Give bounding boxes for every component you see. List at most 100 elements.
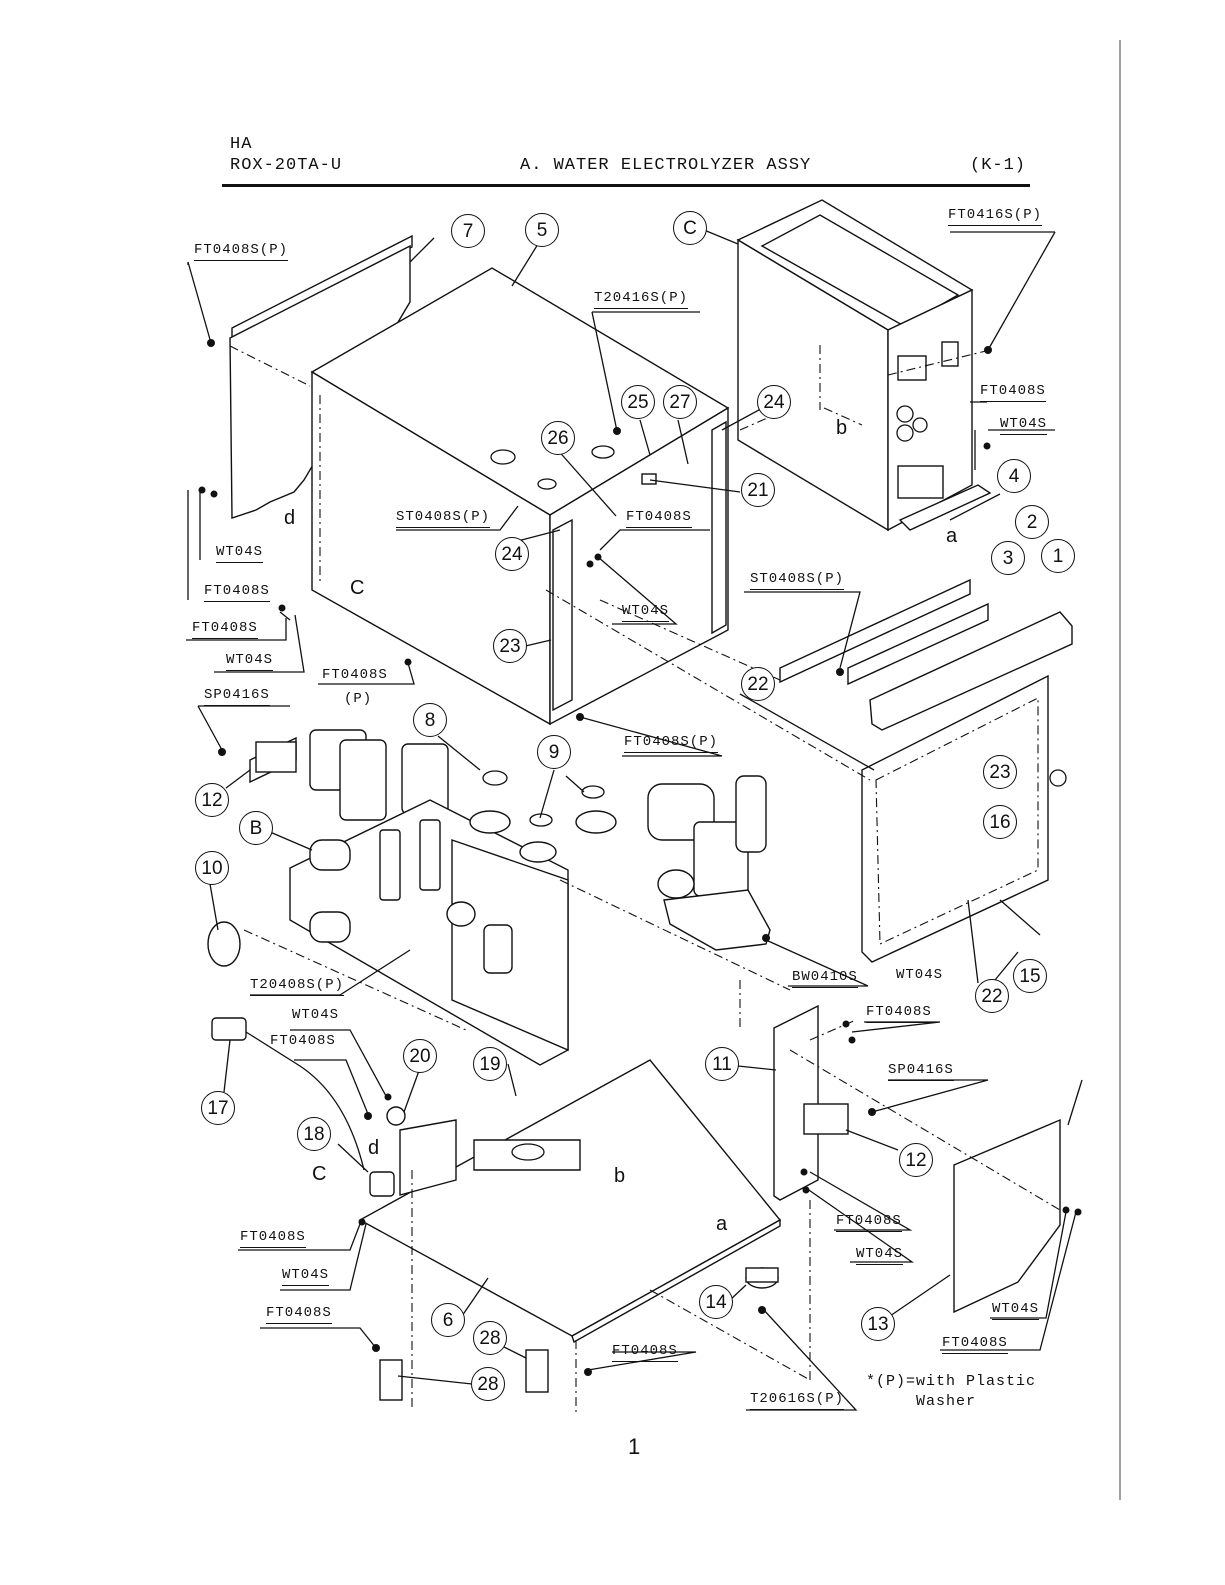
ref-letter-a-bottom: a — [716, 1213, 728, 1235]
callout-15: 15 — [1013, 959, 1047, 993]
screw-dots — [198, 339, 1082, 1376]
callout-19: 19 — [473, 1047, 507, 1081]
plastic-washer-note-line2: Washer — [916, 1393, 977, 1410]
callout-7: 7 — [451, 214, 485, 248]
callout-25: 25 — [621, 385, 655, 419]
label-ft0416s-p: FT0416S(P) — [948, 208, 1043, 226]
front-door — [861, 674, 1067, 963]
label-t20616s-p: T20616S(P) — [750, 1392, 845, 1410]
callout-18: 18 — [297, 1117, 331, 1151]
label-ft0408s-mid: FT0408S — [626, 510, 692, 528]
label-st0408s-p-right: ST0408S(P) — [750, 572, 845, 590]
model-number: ROX-20TA-U — [230, 156, 343, 175]
plastic-washer-note-line1: *(P)=with Plastic — [866, 1373, 1037, 1390]
callout-17: 17 — [201, 1091, 235, 1125]
callout-14: 14 — [699, 1285, 733, 1319]
label-t20416s-p: T20416S(P) — [594, 291, 689, 309]
callout-11: 11 — [705, 1047, 739, 1081]
ref-letter-a-top: a — [946, 525, 958, 547]
control-box — [736, 199, 992, 532]
callout-27: 27 — [663, 385, 697, 419]
callout-21: 21 — [741, 473, 775, 507]
callout-26: 26 — [541, 421, 575, 455]
label-ft0408s-bottom-left2: FT0408S — [266, 1306, 332, 1324]
label-ft0408s-bottom-right: FT0408S — [942, 1336, 1008, 1354]
callout-23-right: 23 — [983, 755, 1017, 789]
callout-28-left: 28 — [471, 1367, 505, 1401]
power-cord — [211, 1017, 365, 1171]
label-wt04s-mid: WT04S — [622, 604, 670, 622]
callout-28-right: 28 — [473, 1321, 507, 1355]
callout-23-left: 23 — [493, 629, 527, 663]
header-rule — [222, 184, 1030, 187]
ref-letter-b-top: b — [836, 417, 848, 439]
front-trim — [779, 578, 1073, 731]
label-wt04s-bottom-right: WT04S — [992, 1302, 1040, 1320]
callout-3: 3 — [991, 541, 1025, 575]
label-bw0410s: BW0410S — [792, 970, 858, 988]
label-wt04s-right2: WT04S — [896, 967, 944, 983]
label-wt04s-left2: WT04S — [226, 653, 274, 671]
callout-1: 1 — [1041, 539, 1075, 573]
label-ft0408s-bottom-left1: FT0408S — [240, 1230, 306, 1248]
diagram-title: A. WATER ELECTROLYZER ASSY — [520, 156, 812, 175]
clips — [379, 1349, 549, 1401]
label-ft0408s-p-split: FT0408S — [322, 667, 388, 683]
ref-letter-b-bottom: b — [614, 1165, 626, 1187]
label-ft0408s-left1: FT0408S — [204, 584, 270, 602]
maker-code: HA — [230, 135, 253, 154]
callout-12-right: 12 — [899, 1143, 933, 1177]
pump — [647, 775, 771, 951]
ref-letter-d-bottom: d — [368, 1137, 380, 1159]
page-code: (K-1) — [970, 156, 1027, 175]
callout-6: 6 — [431, 1303, 465, 1337]
label-ft0408s-right1: FT0408S — [980, 384, 1046, 402]
label-t20408s-p: T20408S(P) — [250, 978, 345, 996]
callout-24-top: 24 — [757, 385, 791, 419]
label-ft0408s-left-wire: FT0408S — [270, 1033, 336, 1049]
callout-24-left: 24 — [495, 537, 529, 571]
cabinet-shell — [310, 267, 730, 726]
callout-9: 9 — [537, 735, 571, 769]
label-st0408s-p-top: ST0408S(P) — [396, 510, 491, 528]
ref-letter-c-bottom: C — [312, 1163, 327, 1185]
callout-8: 8 — [413, 703, 447, 737]
foot — [745, 1267, 779, 1289]
base-plate — [358, 1059, 782, 1344]
terminal-cover — [953, 1118, 1061, 1314]
ref-letter-d-top: d — [284, 507, 296, 529]
label-wt04s-right3: WT04S — [856, 1247, 904, 1265]
callout-12-left: 12 — [195, 783, 229, 817]
label-sp0416s-left: SP0416S — [204, 688, 270, 706]
label-ft0408s-right2: FT0408S — [866, 1005, 932, 1023]
callout-2: 2 — [1015, 505, 1049, 539]
ref-circle-b: B — [239, 811, 273, 845]
label-ft0408s-right3: FT0408S — [836, 1214, 902, 1232]
callout-13: 13 — [861, 1307, 895, 1341]
label-ft0408s-p-center: FT0408S(P) — [624, 735, 719, 753]
label-ft0408s-p-back: FT0408S(P) — [194, 243, 289, 261]
label-ft0408s-bottom: FT0408S — [612, 1344, 678, 1362]
callout-22-bottom: 22 — [975, 979, 1009, 1013]
label-ft0408s-left2: FT0408S — [192, 621, 258, 639]
label-wt04s-left-wire: WT04S — [292, 1007, 340, 1023]
page-number: 1 — [628, 1434, 641, 1459]
callout-4: 4 — [997, 459, 1031, 493]
switch-bracket — [369, 1106, 457, 1197]
label-ft0408s-p-split-suffix: (P) — [344, 691, 373, 707]
terminal-block — [255, 741, 297, 773]
label-wt04s-right1: WT04S — [1000, 417, 1048, 435]
terminal-bracket — [773, 1004, 849, 1201]
ref-letter-c-top: C — [350, 577, 365, 599]
callout-22-top: 22 — [741, 667, 775, 701]
callout-16: 16 — [983, 805, 1017, 839]
electrolyzer-assembly — [207, 729, 617, 1066]
callout-20: 20 — [403, 1039, 437, 1073]
label-wt04s-left1: WT04S — [216, 545, 264, 563]
side-rail — [552, 420, 727, 712]
label-wt04s-bottom-left: WT04S — [282, 1268, 330, 1286]
callout-5: 5 — [525, 213, 559, 247]
callout-10: 10 — [195, 851, 229, 885]
label-sp0416s-right: SP0416S — [888, 1063, 954, 1081]
